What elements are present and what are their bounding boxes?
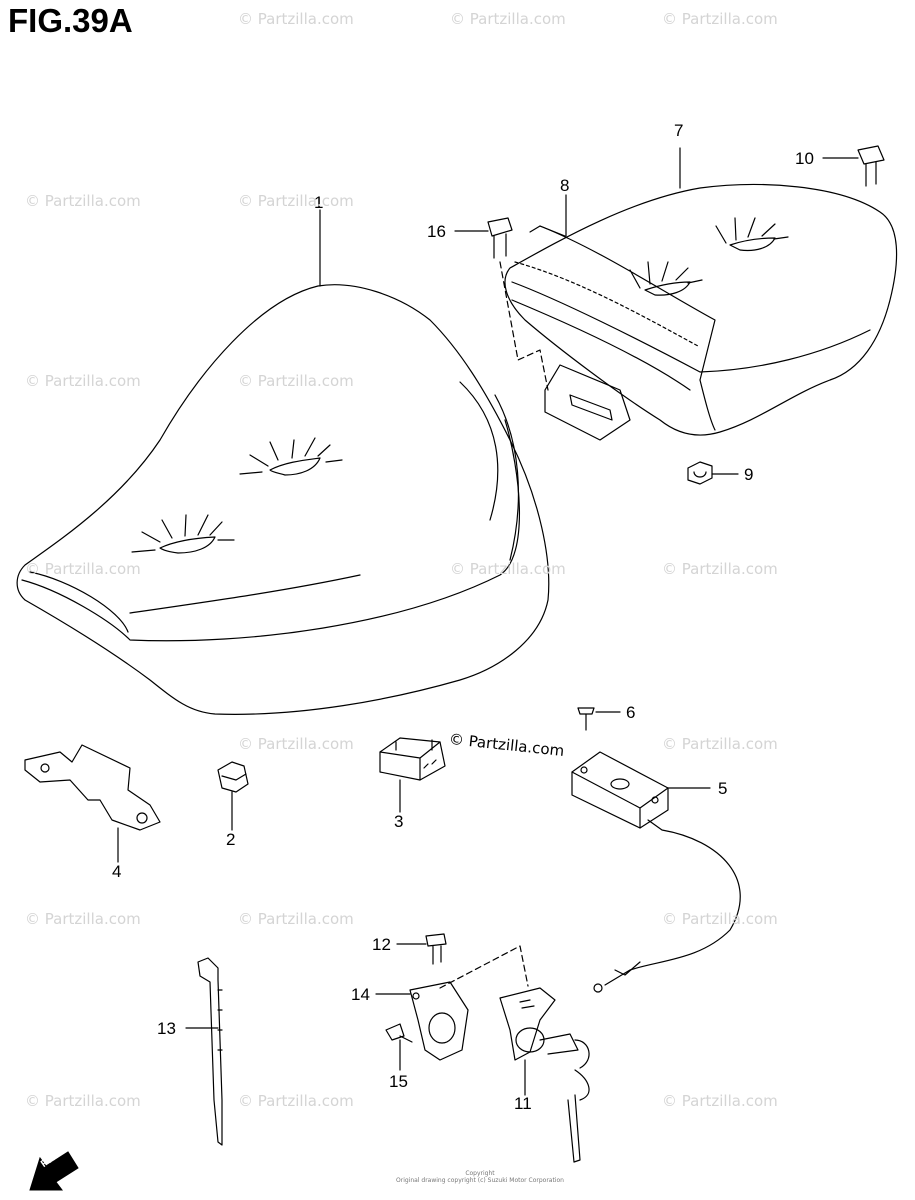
part-13-tie bbox=[197, 957, 223, 1146]
callout-4: 4 bbox=[112, 862, 122, 881]
part-3-cushion bbox=[379, 737, 446, 781]
watermark: © Partzilla.com bbox=[662, 735, 778, 753]
part-7-pillion-seat bbox=[504, 183, 898, 441]
callout-14: 14 bbox=[351, 985, 370, 1004]
part-12-bolt bbox=[425, 933, 447, 965]
callout-6: 6 bbox=[626, 703, 636, 722]
callout-1: 1 bbox=[314, 193, 324, 212]
watermark: © Partzilla.com bbox=[450, 10, 566, 28]
callout-7: 7 bbox=[674, 121, 684, 140]
copyright-line-2: Original drawing copyright (c) Suzuki Mo… bbox=[396, 1177, 564, 1184]
part-6-screw bbox=[577, 707, 595, 731]
part-4-bracket bbox=[24, 744, 161, 831]
part-14-bracket bbox=[409, 981, 469, 1061]
watermark: © Partzilla.com bbox=[662, 560, 778, 578]
watermark: © Partzilla.com bbox=[662, 910, 778, 928]
part-8-strip bbox=[539, 225, 566, 237]
part-11-lock bbox=[499, 987, 590, 1163]
watermark: © Partzilla.com bbox=[238, 735, 354, 753]
copyright-line-1: Copyright bbox=[465, 1170, 495, 1177]
watermark: © Partzilla.com bbox=[238, 192, 354, 210]
copyright-footer: Copyright Original drawing copyright (c)… bbox=[396, 1170, 564, 1184]
fwd-arrow-icon bbox=[29, 1151, 79, 1191]
part-9-nut bbox=[687, 461, 713, 485]
callout-10: 10 bbox=[795, 149, 814, 168]
watermark: © Partzilla.com bbox=[25, 192, 141, 210]
watermark: © Partzilla.com bbox=[238, 372, 354, 390]
part-16-bolt bbox=[487, 217, 549, 391]
callout-11: 11 bbox=[514, 1094, 532, 1113]
part-15-screw bbox=[385, 1023, 413, 1043]
watermark: © Partzilla.com bbox=[25, 910, 141, 928]
callout-12: 12 bbox=[372, 935, 391, 954]
callout-5: 5 bbox=[718, 779, 728, 798]
watermark: © Partzilla.com bbox=[662, 1092, 778, 1110]
callout-13: 13 bbox=[157, 1019, 176, 1038]
part-5-seat-lock-lever bbox=[571, 751, 741, 993]
watermark: © Partzilla.com bbox=[25, 372, 141, 390]
watermark: © Partzilla.com bbox=[238, 910, 354, 928]
watermark: © Partzilla.com bbox=[662, 10, 778, 28]
watermark: © Partzilla.com bbox=[25, 560, 141, 578]
callout-9: 9 bbox=[744, 465, 754, 484]
callout-3: 3 bbox=[394, 812, 404, 831]
callout-16: 16 bbox=[427, 222, 446, 241]
watermark: © Partzilla.com bbox=[450, 560, 566, 578]
callout-8: 8 bbox=[560, 176, 570, 195]
figure-title: FIG.39A bbox=[8, 2, 133, 39]
callout-15: 15 bbox=[389, 1072, 408, 1091]
watermark: © Partzilla.com bbox=[238, 10, 354, 28]
part-1-seat bbox=[16, 284, 550, 715]
watermark: © Partzilla.com bbox=[25, 1092, 141, 1110]
part-2-damper bbox=[217, 761, 249, 793]
watermark: © Partzilla.com bbox=[238, 1092, 354, 1110]
callout-2: 2 bbox=[226, 830, 236, 849]
part-10-bolt bbox=[857, 145, 885, 187]
